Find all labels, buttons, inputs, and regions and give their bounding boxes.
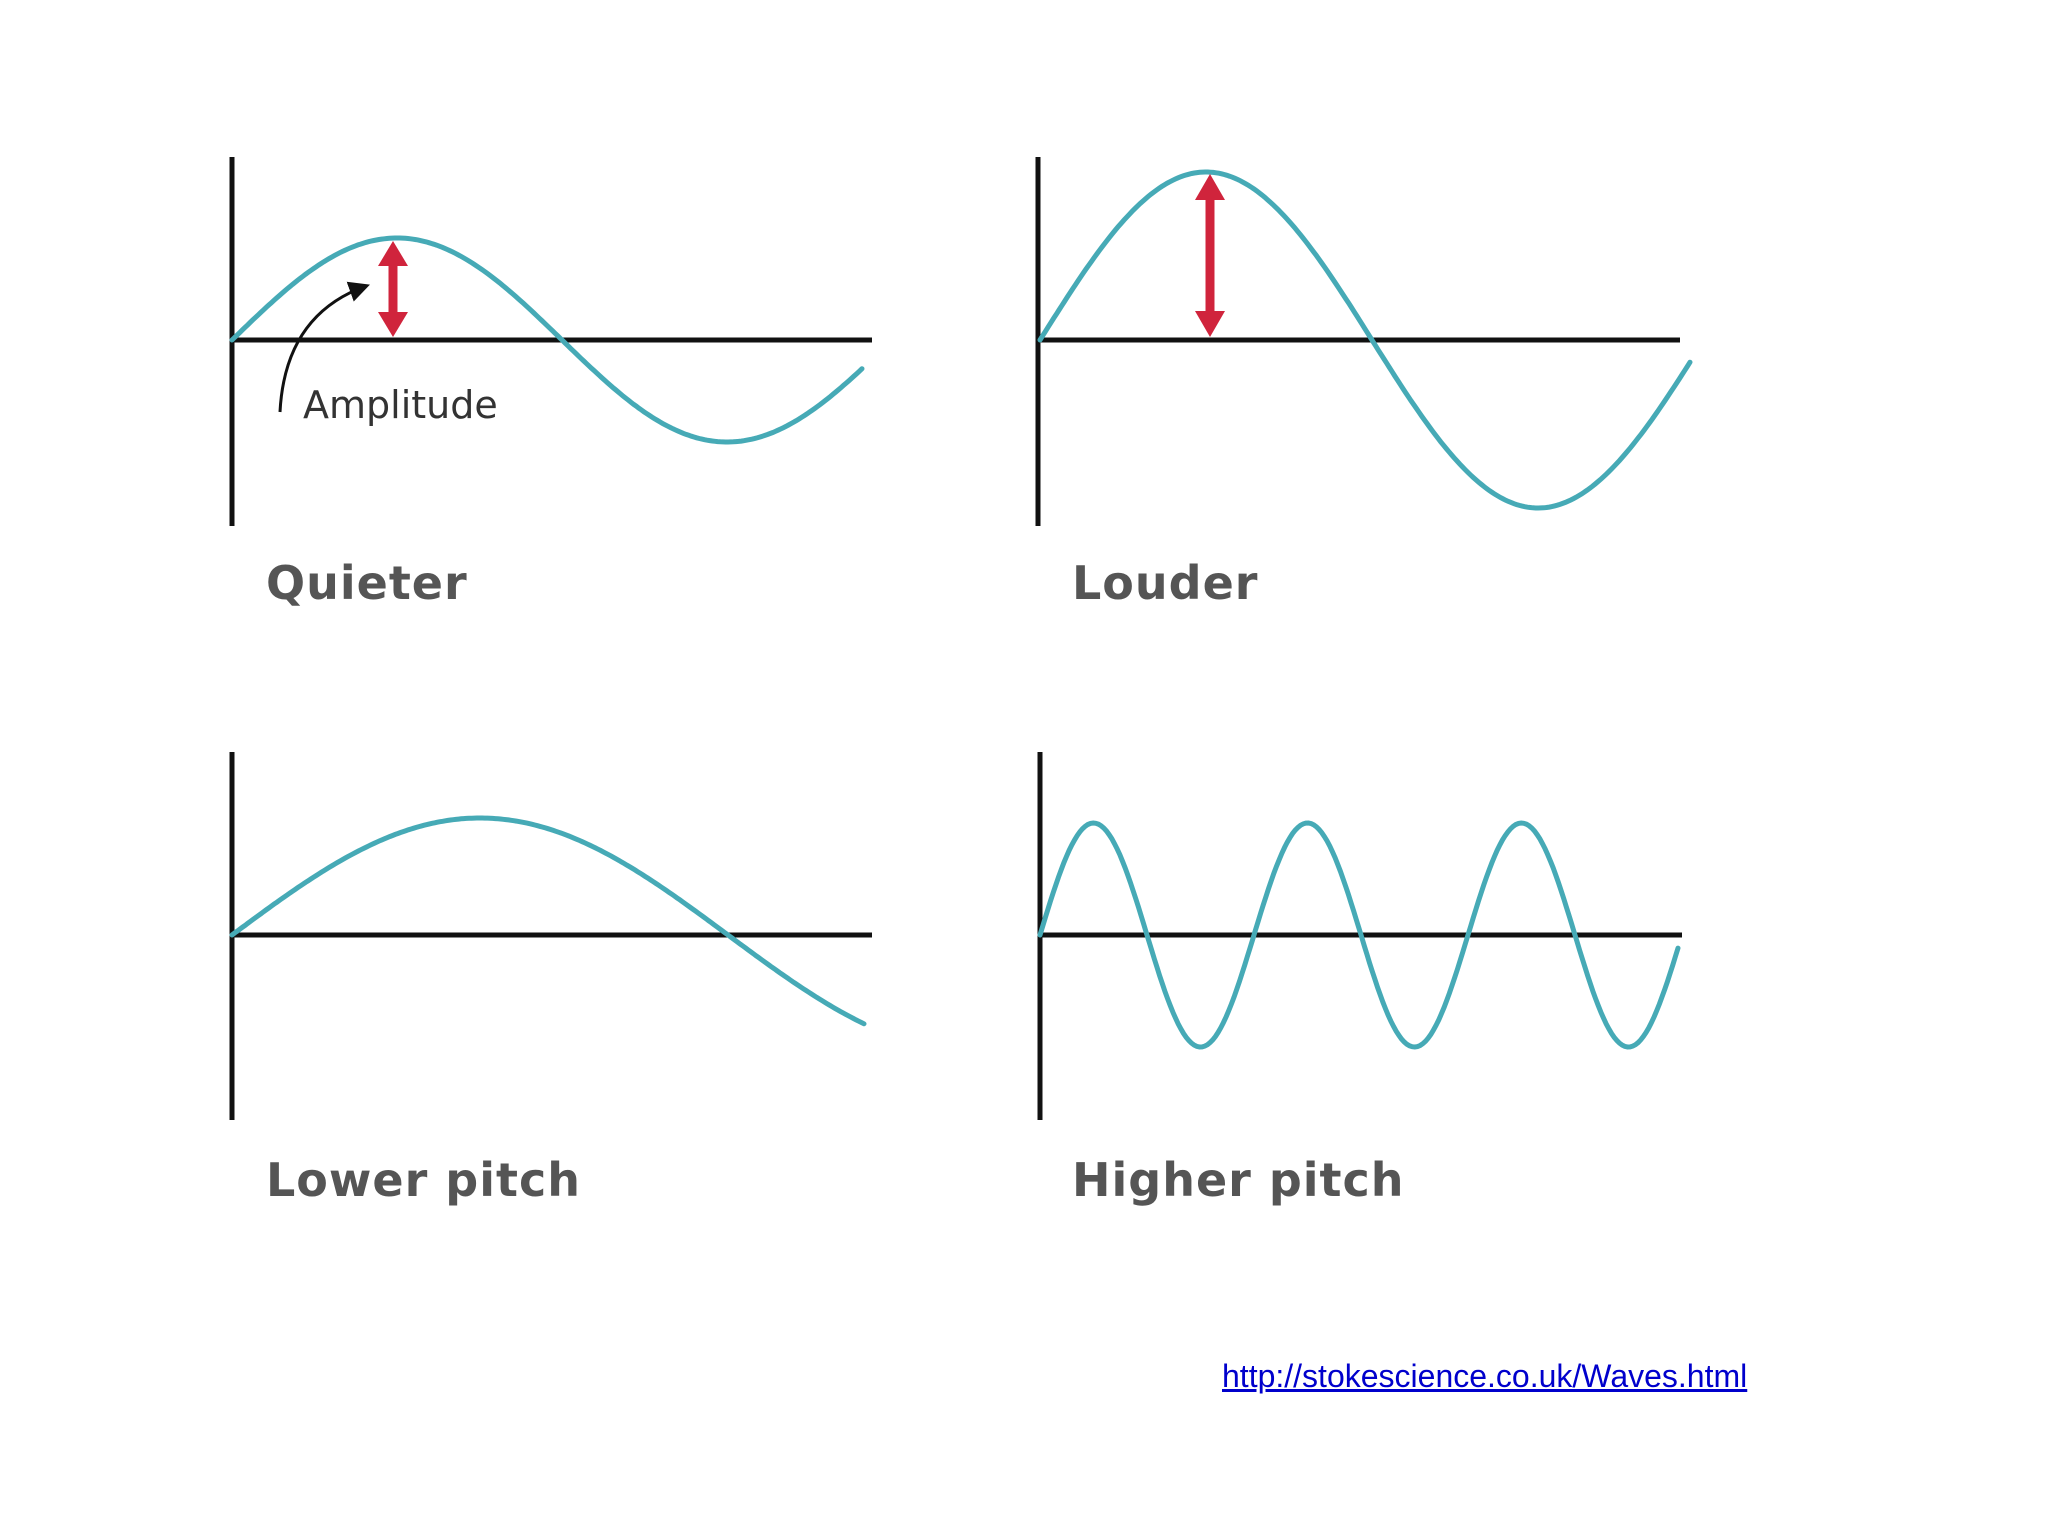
amplitude-pointer-arrow: [278, 281, 370, 413]
amplitude-label: Amplitude: [303, 383, 498, 427]
higher-pitch-panel: [1037, 752, 1682, 1120]
lower-pitch-label: Lower pitch: [266, 1153, 582, 1207]
lower-pitch-panel: [229, 752, 872, 1120]
quieter-panel: [229, 157, 872, 526]
louder-wave: [1037, 169, 1693, 511]
quieter-label: Quieter: [266, 556, 468, 610]
louder-panel: [1035, 157, 1693, 526]
higher-pitch-wave: [1037, 820, 1681, 1050]
louder-label: Louder: [1072, 556, 1259, 610]
louder-amplitude-arrow: [1195, 174, 1225, 337]
quieter-amplitude-arrow: [378, 241, 408, 337]
quieter-wave: [229, 235, 865, 445]
lower-pitch-wave: [229, 815, 867, 1027]
higher-pitch-label: Higher pitch: [1072, 1153, 1405, 1207]
source-link[interactable]: http://stokescience.co.uk/Waves.html: [1222, 1358, 1748, 1394]
